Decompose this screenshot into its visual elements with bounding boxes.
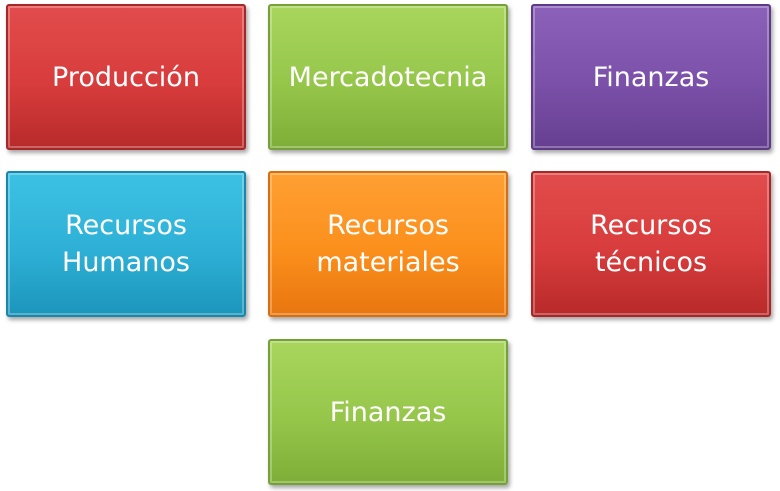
box-label: Recursos Humanos — [62, 210, 190, 278]
box-label: Recursos materiales — [316, 210, 460, 278]
box-label: Producción — [52, 61, 200, 93]
box-label: Recursos técnicos — [590, 210, 712, 278]
box-label: Finanzas — [592, 61, 710, 93]
box-label: Mercadotecnia — [288, 61, 488, 93]
box-mercadotecnia: Mercadotecnia — [268, 4, 508, 150]
box-recursos-materiales: Recursos materiales — [268, 171, 508, 317]
box-finanzas-top: Finanzas — [531, 4, 771, 150]
box-produccion: Producción — [6, 4, 246, 150]
box-recursos-humanos: Recursos Humanos — [6, 171, 246, 317]
box-label: Finanzas — [329, 396, 447, 428]
box-recursos-tecnicos: Recursos técnicos — [531, 171, 771, 317]
box-finanzas-bottom: Finanzas — [268, 339, 508, 485]
